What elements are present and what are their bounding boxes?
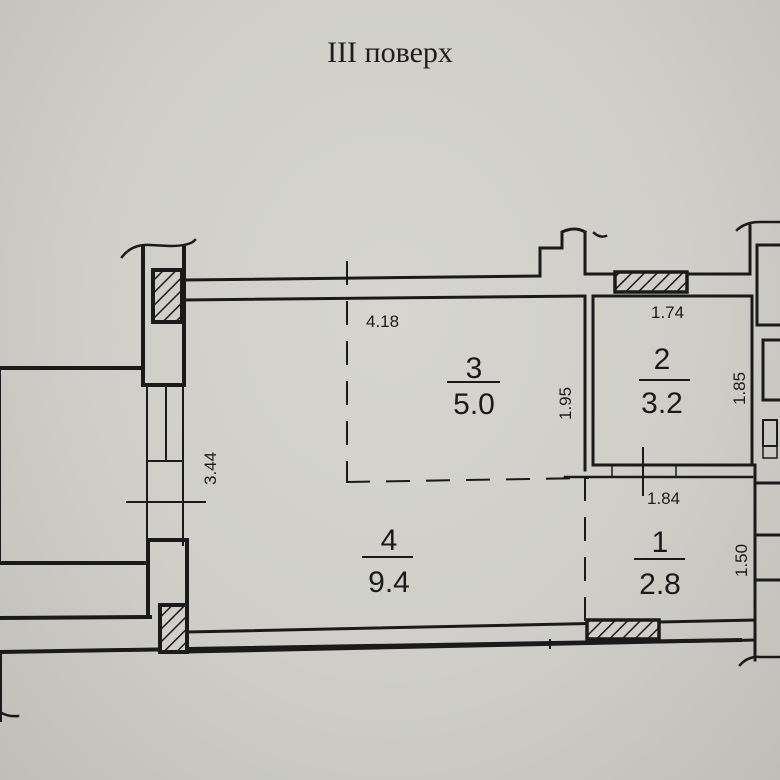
break-line: [738, 655, 780, 667]
dashed-line: [345, 476, 590, 484]
fixture: [762, 445, 778, 459]
fixture: [762, 419, 778, 447]
break-line: [120, 238, 197, 259]
wall: [185, 618, 757, 634]
wall: [591, 294, 754, 467]
room-area: 3.2: [641, 387, 683, 420]
top-wall: [182, 227, 617, 302]
room-number: 3: [466, 352, 483, 385]
room-label-4: 4 9.4: [362, 524, 413, 599]
ventilation-shaft-bottom-mid: [585, 618, 661, 641]
wall: [583, 230, 617, 276]
room-label-2: 2 3.2: [639, 343, 690, 420]
dimension-room2-depth: 1.85: [730, 372, 749, 405]
ventilation-shaft-top-mid: [613, 270, 689, 294]
room-number: 4: [381, 524, 398, 557]
break-line: [735, 220, 780, 232]
wall: [761, 338, 780, 402]
dimension-room1-width: 1.84: [647, 489, 680, 508]
wall: [182, 227, 588, 282]
wall: [591, 294, 754, 467]
wall: [185, 638, 757, 654]
left-window: [126, 384, 206, 546]
room-area: 5.0: [453, 388, 495, 421]
room-area: 9.4: [368, 566, 410, 599]
room-number: 1: [652, 526, 669, 559]
break-line: [592, 231, 608, 238]
floor-title: III поверх: [327, 36, 453, 69]
dimension-room4-depth: 3.44: [201, 452, 220, 485]
right-stepped-wall: [755, 243, 780, 459]
room-label-1: 1 2.8: [634, 526, 685, 601]
room-number: 2: [654, 343, 671, 376]
dimension-room1-depth: 1.50: [732, 544, 751, 577]
right-wall-room1: [738, 463, 780, 667]
wall: [0, 614, 153, 621]
left-adjacent-unit: [0, 366, 153, 722]
dimension-room3-depth: 1.95: [556, 387, 575, 420]
break-line: [0, 710, 20, 718]
wall: [182, 294, 587, 302]
room-2-walls: [563, 294, 754, 496]
wall: [685, 224, 752, 276]
wall: [755, 243, 780, 327]
room-3-dashed-boundary: [345, 261, 590, 626]
dimension-room3-width: 4.18: [366, 312, 399, 331]
ventilation-shaft-top-left: [151, 268, 184, 324]
ventilation-shaft-bottom-left: [158, 603, 189, 654]
dimension-room2-width: 1.74: [651, 303, 684, 322]
room-label-3: 3 5.0: [447, 352, 500, 421]
room-area: 2.8: [639, 568, 681, 601]
door-mark: [611, 464, 677, 478]
